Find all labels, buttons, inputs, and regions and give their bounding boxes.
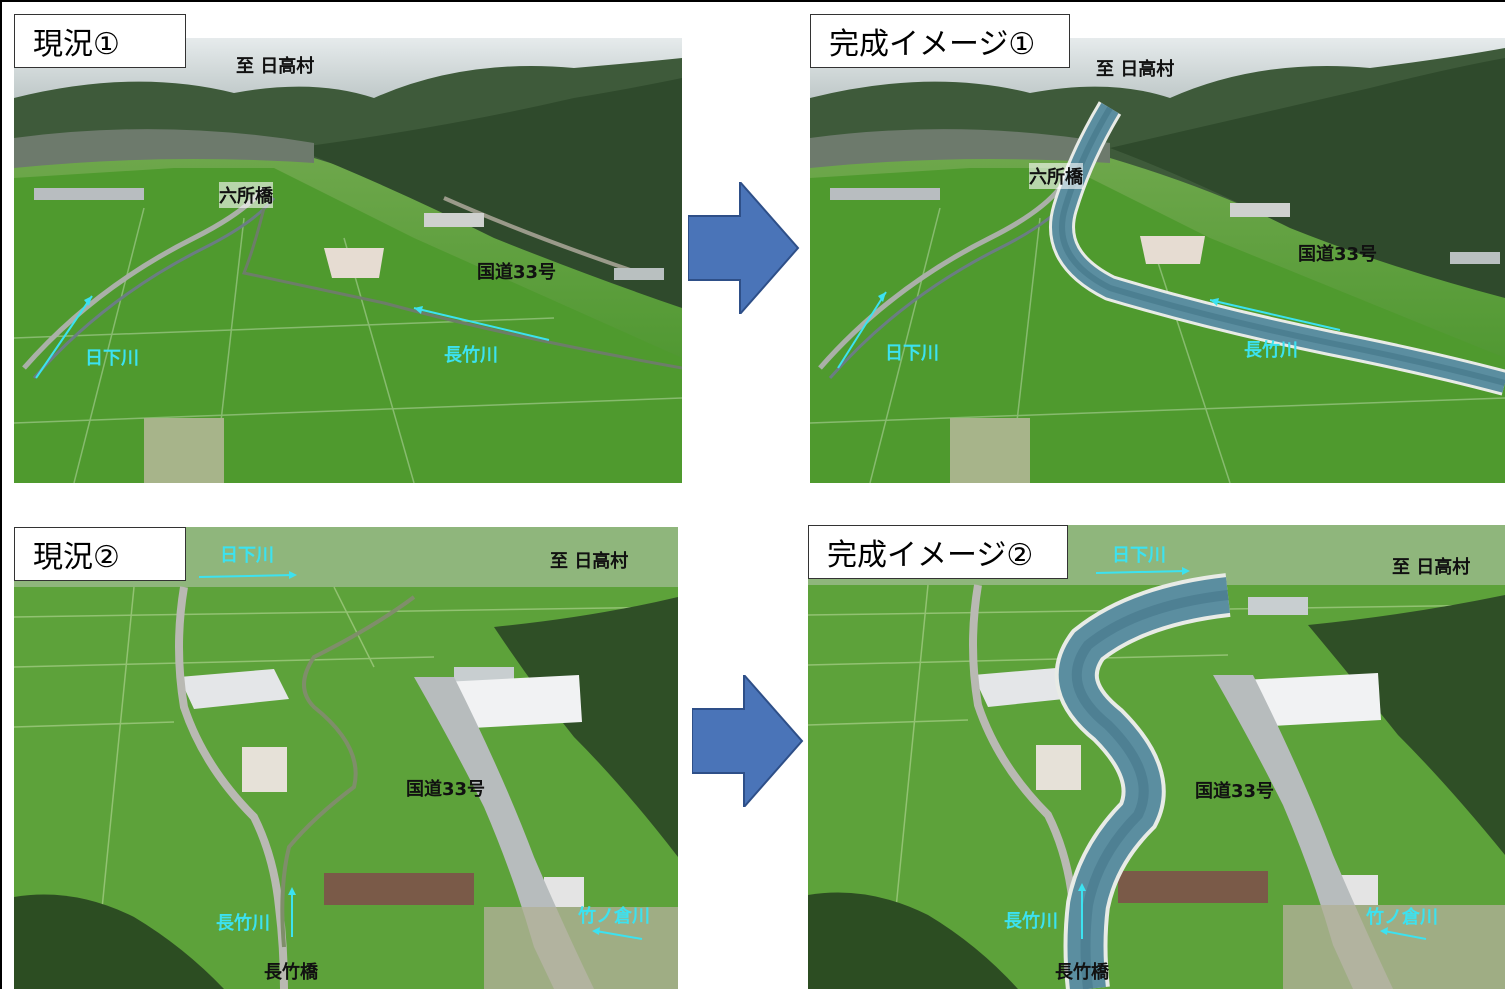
label-rokusho-bridge: 六所橋 <box>219 182 273 208</box>
label-rokusho-bridge: 六所橋 <box>1029 163 1083 189</box>
label-nagatake-bridge: 長竹橋 <box>1055 962 1109 983</box>
title-completion-1: 完成イメージ① <box>810 14 1070 68</box>
label-takenokura-river: 竹ノ倉川 <box>1366 907 1438 928</box>
title-completion-2: 完成イメージ② <box>808 525 1068 579</box>
title-current-2: 現況② <box>14 527 186 581</box>
photo-current-1 <box>14 38 682 483</box>
label-kusaka-river: 日下川 <box>885 343 939 364</box>
label-route33: 国道33号 <box>1195 781 1275 802</box>
label-to-hidaka: 至 日高村 <box>1392 557 1471 578</box>
label-to-hidaka: 至 日高村 <box>550 551 629 572</box>
label-to-hidaka: 至 日高村 <box>1096 59 1175 80</box>
right-arrow-icon <box>688 182 800 314</box>
frame-left <box>0 0 2 989</box>
label-nagatake-river: 長竹川 <box>444 345 498 366</box>
label-to-hidaka: 至 日高村 <box>236 56 315 77</box>
label-nagatake-river: 長竹川 <box>216 913 270 934</box>
label-kusaka-river: 日下川 <box>220 545 274 566</box>
right-arrow-icon <box>692 675 804 807</box>
photo-completion-1 <box>810 38 1505 483</box>
label-nagatake-river: 長竹川 <box>1244 340 1298 361</box>
label-nagatake-river: 長竹川 <box>1004 911 1058 932</box>
frame-top <box>0 0 1505 2</box>
label-nagatake-bridge: 長竹橋 <box>264 962 318 983</box>
photo-current-2 <box>14 527 678 989</box>
label-takenokura-river: 竹ノ倉川 <box>578 906 650 927</box>
label-kusaka-river: 日下川 <box>85 348 139 369</box>
label-kusaka-river: 日下川 <box>1112 545 1166 566</box>
title-current-1: 現況① <box>14 14 186 68</box>
label-route33: 国道33号 <box>406 779 486 800</box>
label-route33: 国道33号 <box>1298 244 1378 265</box>
photo-completion-2 <box>808 525 1505 989</box>
label-route33: 国道33号 <box>477 262 557 283</box>
